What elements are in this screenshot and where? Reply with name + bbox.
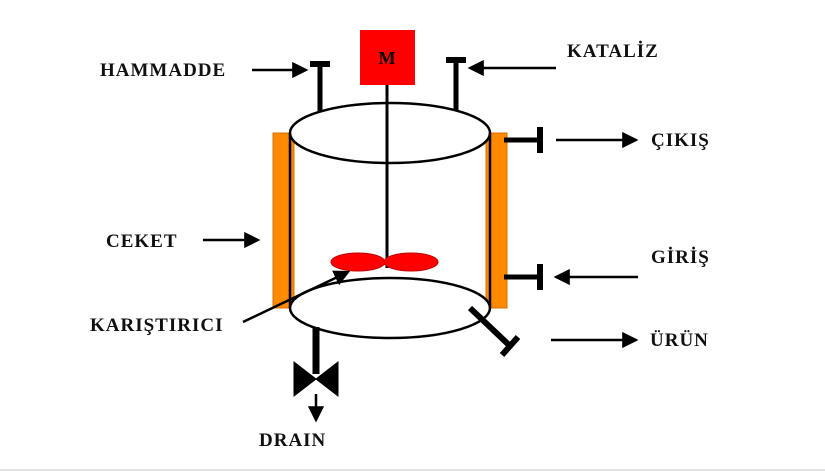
label-karistirici: KARIŞTIRICI xyxy=(90,315,224,336)
label-kataliz: KATALİZ xyxy=(567,41,659,62)
label-giris: GİRİŞ xyxy=(651,247,710,268)
label-ceket: CEKET xyxy=(106,231,178,252)
vessel-top-ellipse xyxy=(288,101,492,165)
label-urun: ÜRÜN xyxy=(650,330,709,351)
label-hammadde: HAMMADDE xyxy=(100,60,227,81)
drain-valve xyxy=(293,360,339,398)
vessel-bottom-ellipse xyxy=(288,276,492,340)
urun-nozzle-cap xyxy=(499,335,521,357)
motor-label: M xyxy=(379,48,396,68)
karistirici-pointer xyxy=(242,270,351,324)
label-cikis: ÇIKIŞ xyxy=(651,130,710,151)
impeller-right-blade xyxy=(383,252,439,272)
page-edge-line xyxy=(0,469,825,471)
label-drain: DRAIN xyxy=(259,430,327,451)
impeller-left-blade xyxy=(330,252,386,272)
urun-nozzle-pipe xyxy=(467,305,513,349)
motor-box xyxy=(360,30,415,85)
